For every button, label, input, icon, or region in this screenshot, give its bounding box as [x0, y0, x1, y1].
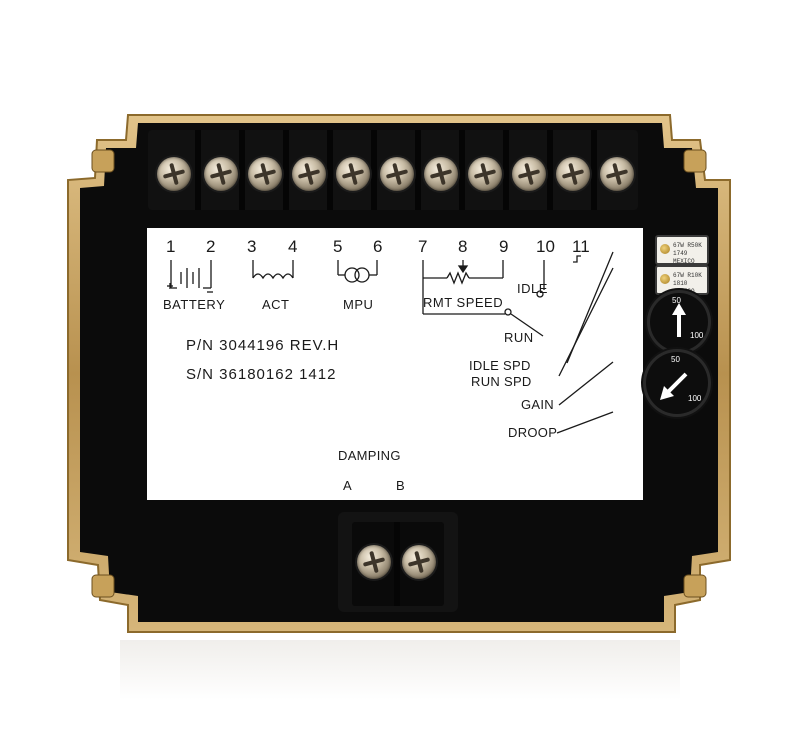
terminal-number-4: 4 [288, 237, 298, 256]
trimmer-1-line1: 67W R50K [673, 242, 702, 249]
terminal-screw-3 [248, 157, 282, 191]
droop-dial[interactable]: 50 100 [646, 352, 708, 414]
terminal-screw-5 [336, 157, 370, 191]
arrow-up-icon [672, 303, 686, 337]
damping-screw-a [357, 545, 391, 579]
droop-dial-50: 50 [671, 355, 680, 364]
label-idle: IDLE [517, 281, 548, 296]
trimmer-screw-icon [660, 244, 670, 254]
part-number: P/N 3044196 REV.H [186, 337, 340, 354]
terminal-number-9: 9 [499, 237, 509, 256]
terminal-number-3: 3 [247, 237, 257, 256]
label-gain: GAIN [521, 397, 554, 412]
trimmer-2-line2: 1810 MEXICO [673, 280, 695, 295]
terminal-screw-1 [157, 157, 191, 191]
switch-icon [504, 255, 581, 337]
terminal-screw-2 [204, 157, 238, 191]
mount-hole-bl [91, 574, 115, 598]
arrow-diagonal-icon [660, 372, 688, 400]
label-damping-b: B [396, 478, 405, 493]
label-run: RUN [504, 330, 534, 345]
serial-number: S/N 36180162 1412 [186, 366, 337, 383]
terminal-number-8: 8 [458, 237, 468, 256]
gain-dial-50: 50 [672, 296, 681, 305]
label-rmt-speed: RMT SPEED [423, 295, 504, 310]
mount-hole-tr [683, 149, 707, 173]
potentiometer-icon [422, 260, 505, 315]
label-run-spd: RUN SPD [471, 374, 532, 389]
terminal-number-5: 5 [333, 237, 343, 256]
terminal-screw-7 [424, 157, 458, 191]
terminal-screw-6 [380, 157, 414, 191]
actuator-coil-icon [252, 260, 294, 280]
terminal-number-6: 6 [373, 237, 383, 256]
wiring-schematic [167, 251, 614, 434]
terminal-number-10: 10 [536, 237, 555, 256]
damping-screw-b [402, 545, 436, 579]
label-mpu: MPU [343, 297, 374, 312]
battery-symbol-icon [167, 260, 213, 293]
label-battery: BATTERY [163, 297, 226, 312]
terminal-screw-4 [292, 157, 326, 191]
terminal-screw-9 [512, 157, 546, 191]
mount-hole-tl [91, 149, 115, 173]
trimmer-2-line1: 67W R10K [673, 272, 702, 279]
terminal-number-2: 2 [206, 237, 216, 256]
terminal-number-11: 11 [572, 237, 590, 256]
label-idle-spd: IDLE SPD [469, 358, 531, 373]
mount-hole-br [683, 574, 707, 598]
table-reflection [120, 640, 680, 700]
trimmer-1-line2: 1749 MEXICO [673, 250, 695, 265]
label-damping: DAMPING [338, 448, 401, 463]
product-label: 1 2 3 4 5 6 7 8 9 10 11 [147, 228, 643, 500]
terminal-screw-10 [556, 157, 590, 191]
droop-dial-100: 100 [688, 394, 702, 403]
label-droop: DROOP [508, 425, 558, 440]
gain-dial[interactable]: 50 100 [650, 293, 708, 351]
terminal-screw-11 [600, 157, 634, 191]
terminal-number-7: 7 [418, 237, 428, 256]
mpu-transformer-icon [337, 260, 378, 283]
label-damping-a: A [343, 478, 352, 493]
terminal-screw-8 [468, 157, 502, 191]
terminal-number-1: 1 [166, 237, 176, 256]
gain-dial-100: 100 [690, 331, 704, 340]
label-act: ACT [262, 297, 290, 312]
trimmer-screw-icon [660, 274, 670, 284]
